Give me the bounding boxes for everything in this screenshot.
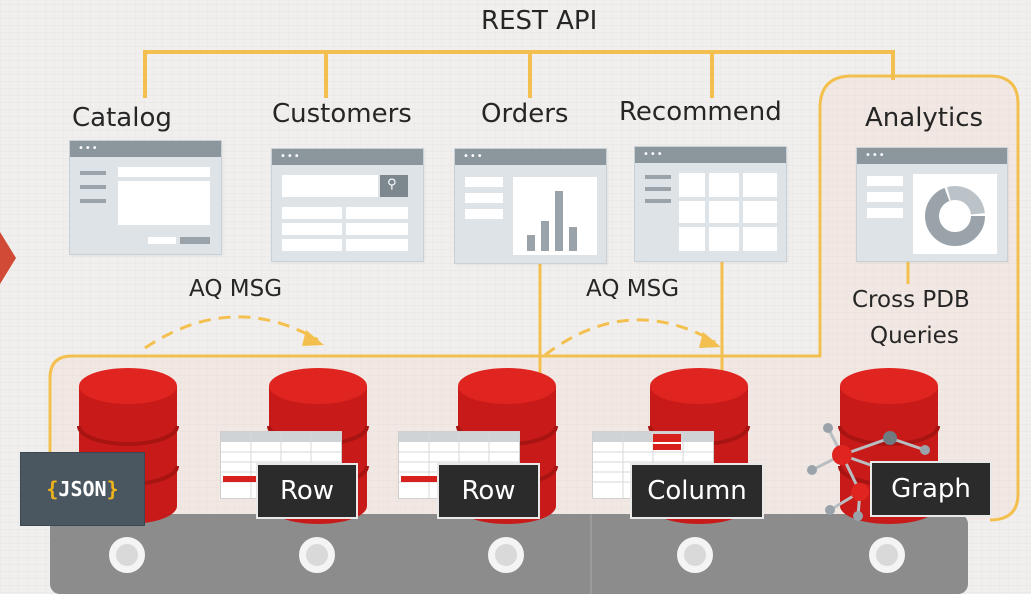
aq-arrow-left xyxy=(144,315,319,350)
service-label-customers: Customers xyxy=(272,99,412,129)
belt-roller xyxy=(488,537,524,573)
rest-api-connectors xyxy=(143,50,895,98)
api-bus-line xyxy=(143,50,895,98)
belt-roller xyxy=(299,537,335,573)
graph-network-icon xyxy=(807,423,930,521)
service-label-recommend: Recommend xyxy=(619,97,782,127)
rest-api-label: REST API xyxy=(481,6,598,36)
service-label-analytics: Analytics xyxy=(865,103,984,133)
json-word: JSON xyxy=(58,477,107,501)
json-brace-close: } xyxy=(106,477,119,501)
data-model-tag-graph: Graph xyxy=(870,461,992,517)
cross-pdb-label-line1: Cross PDB xyxy=(852,287,970,313)
customers-app-window-icon: ••• ⚲ xyxy=(271,148,424,262)
aq-arrow-right xyxy=(544,318,716,357)
aq-msg-label-right: AQ MSG xyxy=(586,276,680,302)
data-model-tag-row: Row xyxy=(437,463,540,519)
bar-chart-icon xyxy=(513,177,597,255)
cross-pdb-label-line2: Queries xyxy=(870,323,959,349)
service-label-catalog: Catalog xyxy=(72,103,172,133)
catalog-app-window-icon: ••• xyxy=(69,140,222,255)
recommend-app-window-icon: ••• xyxy=(634,146,787,262)
belt-roller xyxy=(109,537,145,573)
search-icon: ⚲ xyxy=(387,177,397,192)
donut-chart-icon xyxy=(913,174,997,254)
aq-arrows xyxy=(144,315,716,357)
data-model-tag-column: Column xyxy=(630,463,764,519)
belt-roller xyxy=(869,537,905,573)
belt-roller xyxy=(677,537,713,573)
chevron-right-icon xyxy=(0,232,16,284)
belt-divider xyxy=(590,514,592,594)
aq-msg-label-left: AQ MSG xyxy=(189,276,283,302)
json-badge: {JSON} xyxy=(20,452,145,526)
orders-app-window-icon: ••• xyxy=(454,148,607,264)
aq-arrowhead-left xyxy=(302,330,324,346)
service-label-orders: Orders xyxy=(481,99,569,129)
analytics-app-window-icon: ••• xyxy=(856,147,1008,262)
aq-arrowhead-right xyxy=(699,332,721,348)
data-model-tag-row: Row xyxy=(256,463,358,519)
json-brace-open: { xyxy=(46,477,59,501)
